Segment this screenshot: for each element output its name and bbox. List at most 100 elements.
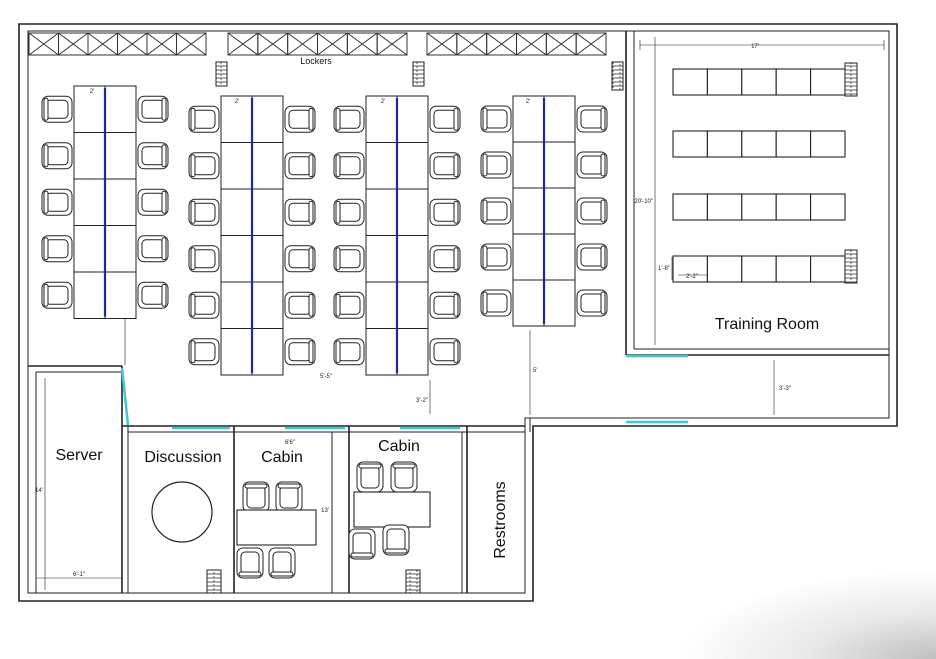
interior-walls [28, 365, 533, 593]
column [844, 249, 858, 284]
desk [220, 235, 253, 283]
training-table [741, 255, 777, 283]
locker [287, 32, 318, 56]
chair [480, 243, 512, 271]
chair [333, 152, 365, 180]
chair [275, 481, 303, 513]
desk [365, 281, 398, 329]
locker [176, 32, 207, 56]
desk [365, 142, 398, 190]
chair [480, 105, 512, 133]
desk [104, 178, 137, 226]
desk [251, 328, 284, 376]
training-table [672, 193, 708, 221]
training-table [775, 193, 812, 221]
chair [284, 105, 316, 133]
chair [137, 188, 169, 216]
desk [251, 142, 284, 190]
chair [429, 245, 461, 273]
desk [220, 95, 253, 143]
chair [188, 105, 220, 133]
training-height-dim: 20'-10" [634, 199, 653, 205]
training-table [741, 130, 777, 158]
desk [73, 225, 106, 273]
chair [242, 481, 270, 513]
restrooms-label: Restrooms [492, 481, 509, 558]
locker [426, 32, 458, 56]
chair [576, 197, 608, 225]
chair [356, 461, 384, 493]
desk [365, 188, 398, 236]
discussion-round-table [151, 481, 213, 543]
locker [346, 32, 378, 56]
chair [188, 152, 220, 180]
training-table [706, 255, 743, 283]
desk [396, 142, 429, 190]
server-label: Server [55, 447, 103, 464]
training-table [741, 193, 777, 221]
aisle-dim: 3'-2" [416, 398, 428, 404]
desk [251, 95, 284, 143]
chair [188, 198, 220, 226]
training-table-row [672, 193, 846, 221]
locker-bank [227, 32, 408, 56]
desk [73, 132, 106, 180]
training-table [775, 130, 812, 158]
desk [396, 235, 429, 283]
desk [365, 95, 398, 143]
chair [429, 291, 461, 319]
chair [268, 547, 296, 579]
chair [188, 338, 220, 366]
desk [512, 233, 545, 281]
desk [104, 85, 137, 133]
locker [516, 32, 547, 56]
desk [220, 188, 253, 236]
chair [429, 152, 461, 180]
desk-width-dim: 2' [381, 99, 385, 105]
training-table [672, 130, 708, 158]
training-table [810, 255, 846, 283]
desk [543, 279, 576, 327]
chair [236, 547, 264, 579]
chair [41, 188, 73, 216]
training-table-row [672, 130, 846, 158]
locker [317, 32, 348, 56]
desk [73, 85, 106, 133]
desk [220, 142, 253, 190]
desk [512, 187, 545, 235]
cabin-2-label: Cabin [378, 438, 420, 455]
chair [284, 338, 316, 366]
locker [117, 32, 148, 56]
discussion-label: Discussion [144, 449, 221, 466]
desk [543, 233, 576, 281]
chair [480, 197, 512, 225]
cabin-1-label: Cabin [261, 449, 303, 466]
chair [137, 281, 169, 309]
chair [576, 105, 608, 133]
chair [576, 151, 608, 179]
gap-dim: 5' [533, 368, 537, 374]
chair [188, 291, 220, 319]
lockers [28, 32, 607, 56]
column [206, 569, 222, 594]
chair [480, 289, 512, 317]
chair [284, 291, 316, 319]
chair [41, 281, 73, 309]
chair [41, 142, 73, 170]
chair [429, 105, 461, 133]
training-table-row [672, 68, 846, 96]
training-table [810, 130, 846, 158]
locker [376, 32, 408, 56]
column [611, 61, 624, 91]
columns [206, 61, 858, 594]
desk [220, 281, 253, 329]
chair [284, 245, 316, 273]
chair [429, 198, 461, 226]
locker [545, 32, 577, 56]
desk [543, 187, 576, 235]
desk [512, 141, 545, 189]
desk [251, 188, 284, 236]
table-depth-dim: 1'-8" [658, 266, 670, 272]
chair [576, 243, 608, 271]
cabin-2-furniture [348, 461, 431, 560]
